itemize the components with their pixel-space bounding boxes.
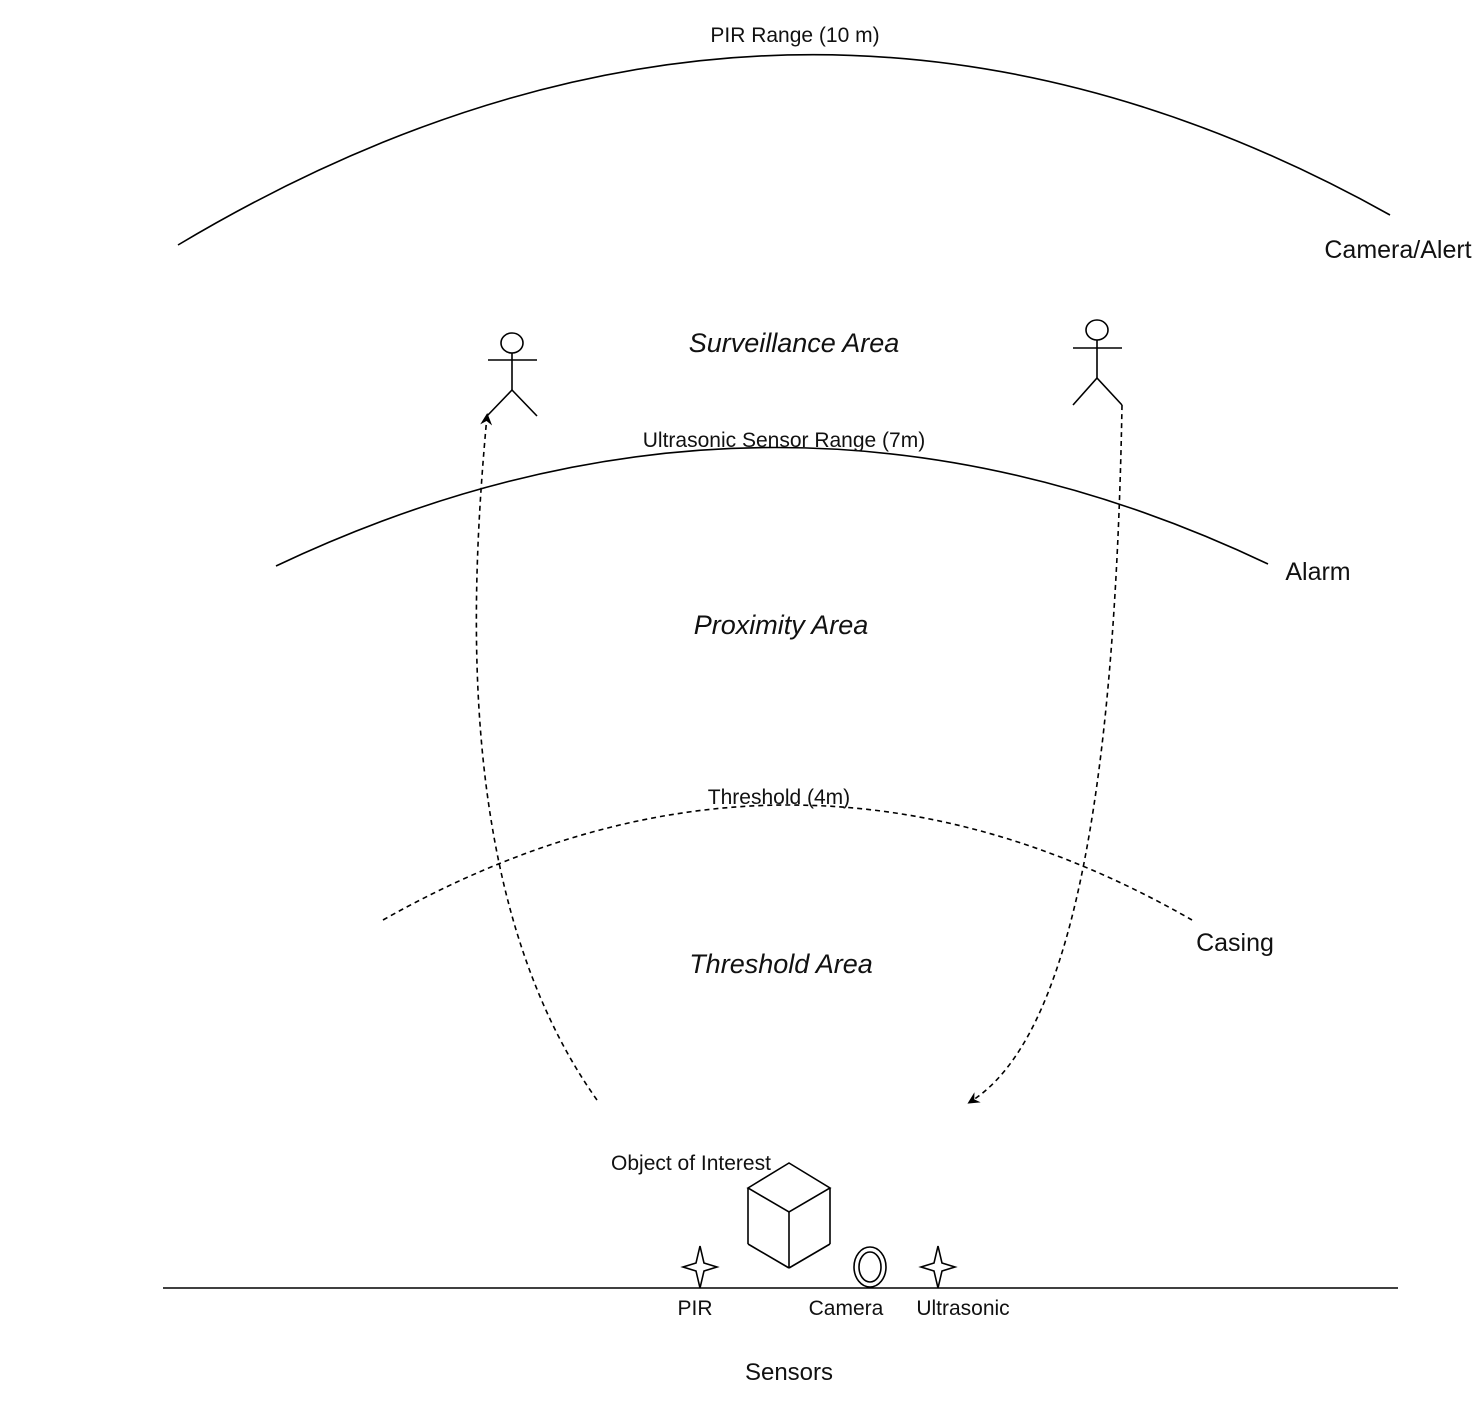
proximity-area-label: Proximity Area (694, 610, 869, 640)
pir-range-arc (177, 53, 1391, 246)
pir-range-label: PIR Range (10 m) (710, 24, 879, 47)
ultrasonic-sensor-label: Ultrasonic (916, 1297, 1009, 1320)
threshold-arc (382, 804, 1193, 921)
cube-icon (746, 1162, 832, 1269)
camera-alert-label: Camera/Alert (1324, 236, 1471, 264)
person-icon-left (486, 332, 538, 417)
ultrasonic-sensor-icon (918, 1245, 958, 1289)
camera-ring-icon (853, 1246, 887, 1288)
threshold-area-label: Threshold Area (689, 949, 873, 979)
pir-sensor-icon (680, 1245, 720, 1289)
ultrasonic-range-arc (275, 446, 1269, 567)
threshold-range-label: Threshold (4m) (708, 786, 850, 809)
retreat-path-arrow (967, 404, 1123, 1104)
approach-path-arrow (475, 413, 598, 1101)
casing-label: Casing (1196, 929, 1274, 957)
pir-sensor-label: PIR (677, 1297, 712, 1320)
ultrasonic-range-label: Ultrasonic Sensor Range (7m) (643, 429, 925, 452)
camera-sensor-label: Camera (809, 1297, 884, 1320)
sensors-title: Sensors (745, 1359, 833, 1386)
surveillance-area-label: Surveillance Area (689, 328, 900, 358)
alarm-label: Alarm (1285, 558, 1350, 586)
object-of-interest-label: Object of Interest (611, 1152, 771, 1175)
person-icon-right (1072, 319, 1123, 406)
